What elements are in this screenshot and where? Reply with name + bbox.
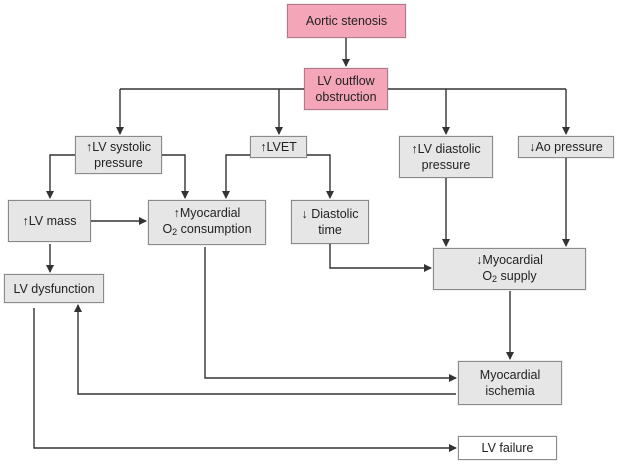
arrow-ischemia-to-dysfunction	[74, 304, 456, 395]
node-aortic-stenosis: Aortic stenosis	[287, 4, 406, 38]
node-lv-outflow-label: LV outflow obstruction	[315, 74, 377, 104]
node-lv-dysfunction-label: LV dysfunction	[13, 281, 95, 296]
arrow-systolic-to-lv-mass	[46, 154, 75, 199]
node-ao-pressure-label: ↓Ao pressure	[529, 140, 603, 154]
node-lv-diastolic-label: ↑LV diastolic pressure	[411, 142, 481, 172]
node-myocardial-o2-supply: ↓Myocardial O2 supply	[433, 248, 586, 290]
node-lv-diastolic-pressure: ↑LV diastolic pressure	[399, 136, 493, 178]
node-lv-systolic-label: ↑LV systolic pressure	[85, 140, 152, 170]
node-ao-pressure: ↓Ao pressure	[518, 136, 614, 158]
node-myo-o2-supply-label: ↓Myocardial O2 supply	[476, 252, 543, 284]
node-lv-systolic-pressure: ↑LV systolic pressure	[75, 136, 162, 174]
node-lv-mass-label: ↑LV mass	[22, 214, 77, 228]
node-diastolic-time: ↓ Diastolic time	[291, 200, 369, 244]
node-lv-failure: LV failure	[458, 436, 557, 460]
node-aortic-stenosis-label: Aortic stenosis	[305, 14, 388, 28]
node-myo-ischemia-label: Myocardial ischemia	[479, 368, 541, 398]
node-lvet-label: ↑LVET	[260, 140, 297, 154]
node-lv-outflow-obstruction: LV outflow obstruction	[304, 68, 388, 110]
node-myo-o2-consumption-label: ↑Myocardial O2 consumption	[162, 206, 252, 237]
arrow-diastolic-time-to-o2-supply	[329, 244, 432, 272]
arrow-o2-consumption-to-ischemia	[204, 247, 457, 382]
node-myocardial-o2-consumption: ↑Myocardial O2 consumption	[148, 200, 266, 245]
node-lv-failure-label: LV failure	[481, 441, 534, 455]
node-lv-mass: ↑LV mass	[8, 200, 91, 242]
node-diastolic-time-label: ↓ Diastolic time	[301, 207, 359, 237]
node-lvet: ↑LVET	[250, 136, 307, 158]
node-myocardial-ischemia: Myocardial ischemia	[458, 361, 562, 405]
node-lv-dysfunction: LV dysfunction	[4, 274, 104, 303]
arrow-systolic-to-o2-consumption	[162, 154, 189, 199]
arrow-lvet-to-o2-consumption	[222, 154, 250, 199]
arrow-lvet-to-diastolic-time	[307, 154, 334, 199]
arrow-dysfunction-to-failure	[33, 308, 457, 452]
